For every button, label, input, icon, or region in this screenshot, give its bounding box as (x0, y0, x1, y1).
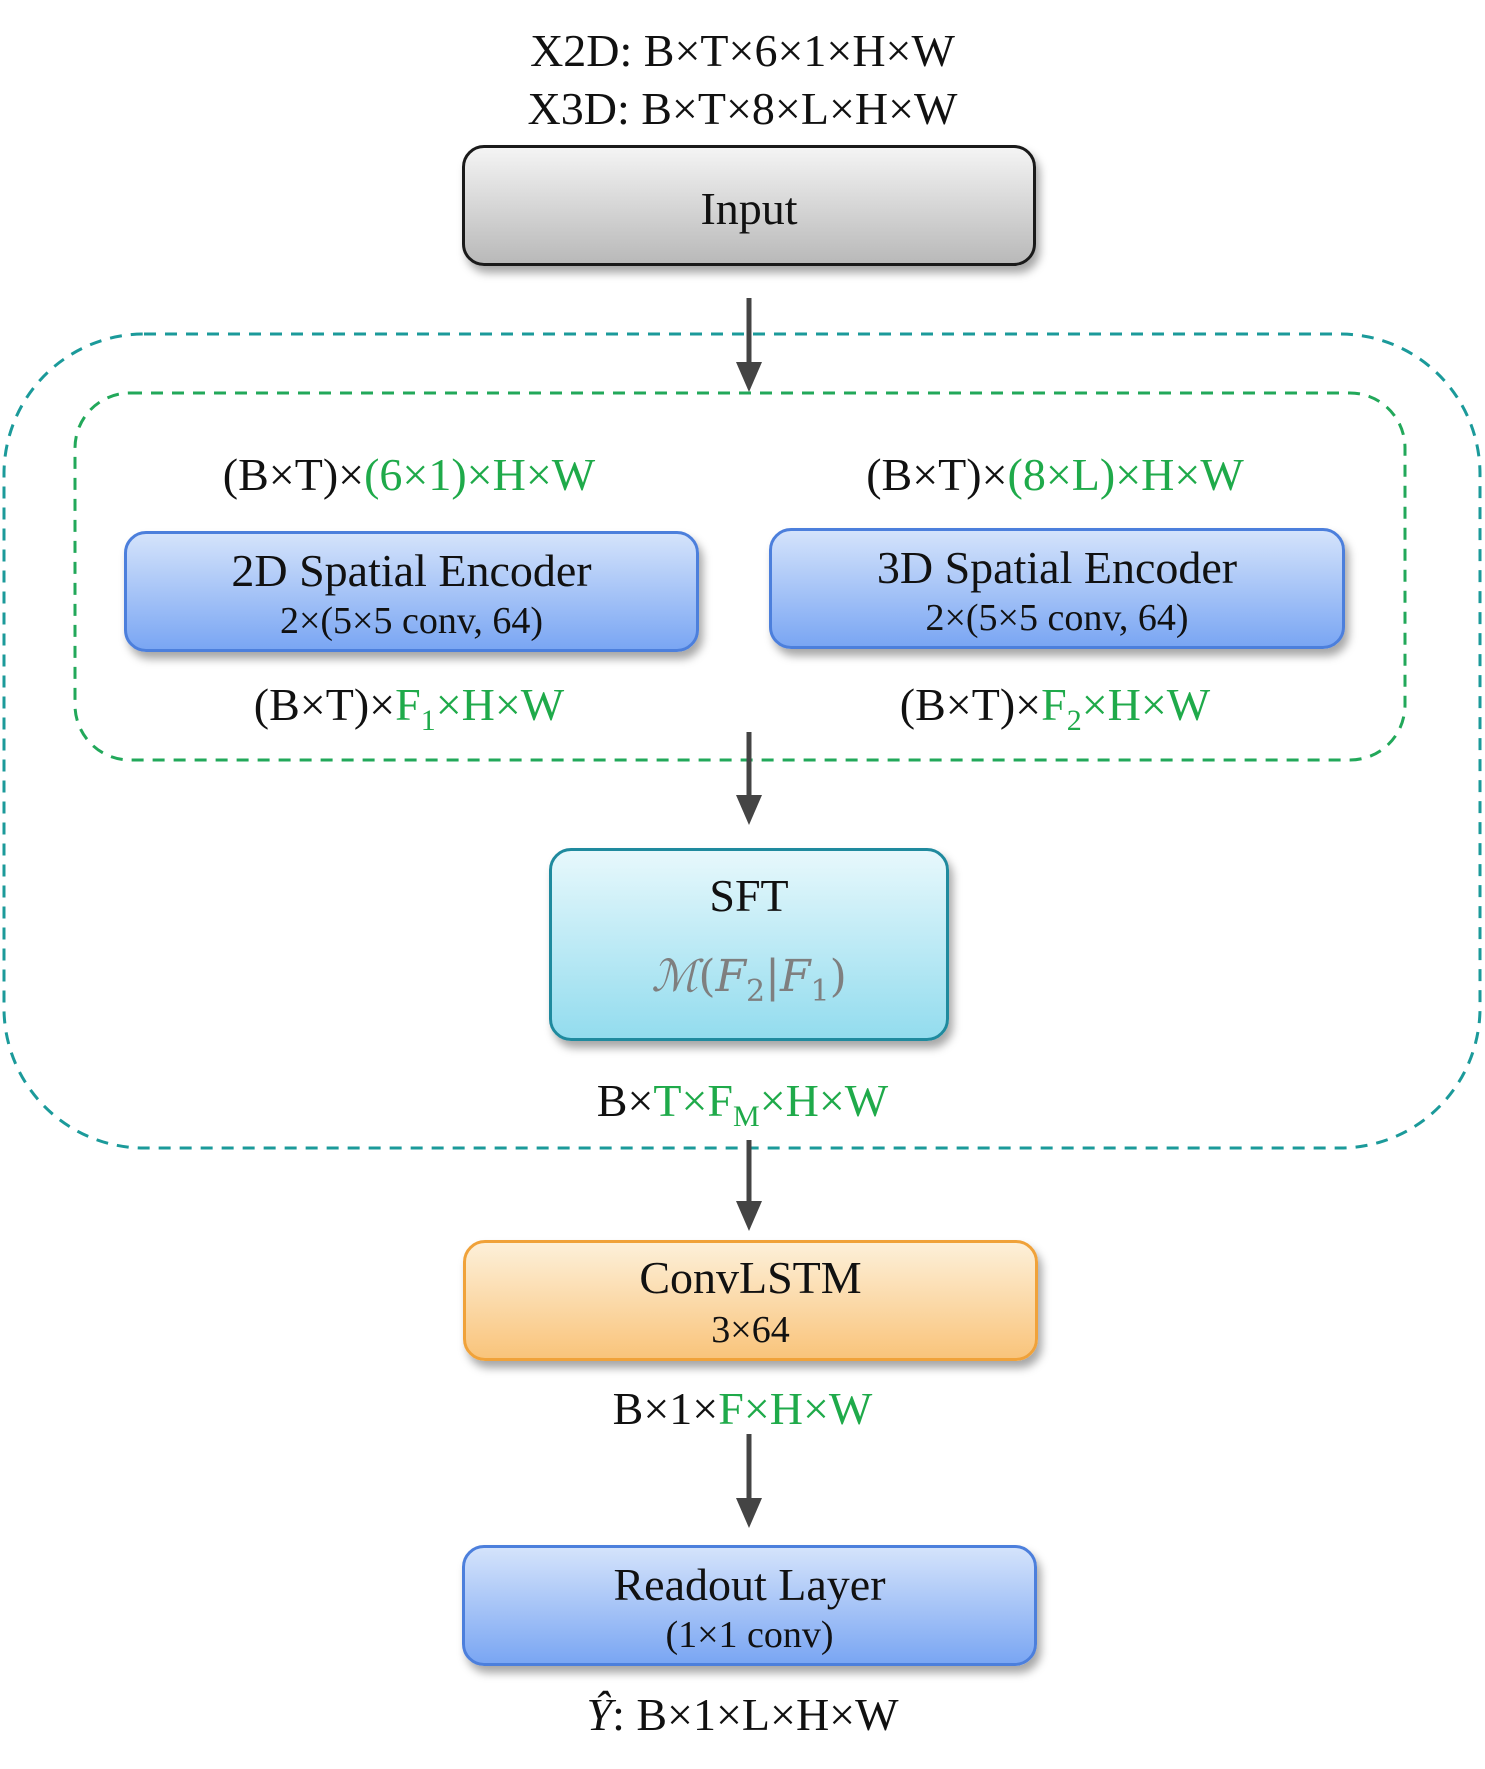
enc2d-output-shape: (B×T)×F1×H×W (84, 679, 734, 736)
outer-dashed-region (2, 332, 1482, 1150)
sft-formula-bar: | (765, 951, 780, 1002)
arrow-convlstm-to-readout (736, 1434, 762, 1528)
sft-title: SFT (709, 870, 789, 921)
sft-output-dims: ×H×W (759, 1075, 889, 1126)
arrow-sft-to-convlstm (736, 1140, 762, 1231)
sft-formula-f1: F (779, 951, 811, 1002)
enc2d-input-shape-prefix: (B×T)× (222, 449, 365, 500)
enc2d-output-shape-prefix: (B×T)× (253, 679, 396, 730)
readout-subtitle: (1×1 conv) (665, 1614, 834, 1656)
readout-layer-node: Readout Layer (1×1 conv) (462, 1545, 1037, 1666)
input-node-title: Input (700, 183, 798, 234)
input-node: Input (462, 145, 1036, 266)
enc3d-title: 3D Spatial Encoder (876, 542, 1238, 593)
sft-formula-f2-sub: 2 (746, 974, 766, 1009)
enc3d-output-f-sub: 2 (1066, 704, 1082, 737)
sft-output-tf: T×F (653, 1075, 734, 1126)
readout-output-shape: Ŷ: B×1×L×H×W (0, 1692, 1485, 1738)
spatial-encoder-3d-node: 3D Spatial Encoder 2×(5×5 conv, 64) (769, 528, 1345, 649)
sft-output-shape-prefix: B× (596, 1075, 654, 1126)
enc2d-input-shape: (B×T)×(6×1)×H×W (84, 452, 734, 498)
sft-output-f-sub: M (733, 1100, 760, 1133)
convlstm-title: ConvLSTM (639, 1252, 862, 1303)
encoder-dashed-region (73, 391, 1407, 762)
sft-formula-f2: F (715, 951, 747, 1002)
output-shape-dims: : B×1×L×H×W (612, 1689, 899, 1740)
enc2d-output-f: F (395, 679, 421, 730)
sft-formula-m: ℳ (651, 951, 699, 1002)
spatial-encoder-2d-node: 2D Spatial Encoder 2×(5×5 conv, 64) (124, 531, 699, 652)
enc2d-subtitle: 2×(5×5 conv, 64) (279, 600, 544, 642)
sft-output-shape: B×T×FM×H×W (0, 1075, 1485, 1132)
enc3d-input-shape-prefix: (B×T)× (866, 449, 1008, 500)
enc2d-title: 2D Spatial Encoder (231, 545, 592, 596)
enc3d-output-f: F (1041, 679, 1067, 730)
enc2d-output-f-sub: 1 (420, 704, 436, 737)
enc2d-input-shape-dims: (6×1)×H×W (364, 449, 596, 500)
sft-formula-close: ) (829, 951, 847, 1002)
convlstm-output-shape: B×1×F×H×W (0, 1386, 1485, 1432)
enc3d-input-shape-dims: (8×L)×H×W (1007, 449, 1244, 500)
sft-formula-f1-sub: 1 (810, 974, 830, 1009)
enc3d-output-shape: (B×T)×F2×H×W (730, 679, 1380, 736)
convlstm-subtitle: 3×64 (711, 1309, 790, 1351)
sft-formula-open: ( (698, 951, 716, 1002)
readout-title: Readout Layer (613, 1559, 886, 1610)
sft-node: SFT ℳ(F2|F1) (549, 848, 949, 1041)
convlstm-output-shape-dims: F×H×W (718, 1383, 873, 1434)
enc3d-output-shape-prefix: (B×T)× (899, 679, 1042, 730)
enc3d-subtitle: 2×(5×5 conv, 64) (925, 597, 1189, 639)
input-shape-x3d: X3D: B×T×8×L×H×W (527, 83, 958, 134)
convlstm-output-shape-prefix: B×1× (612, 1383, 719, 1434)
enc3d-input-shape: (B×T)×(8×L)×H×W (730, 452, 1380, 498)
sft-formula: ℳ(F2|F1) (552, 951, 946, 1007)
output-symbol-y-hat: Ŷ (586, 1689, 613, 1740)
convlstm-node: ConvLSTM 3×64 (463, 1240, 1038, 1361)
enc2d-output-dims: ×H×W (435, 679, 565, 730)
input-shape-x2d: X2D: B×T×6×1×H×W (530, 25, 955, 76)
enc3d-output-dims: ×H×W (1081, 679, 1211, 730)
arrow-encoders-to-sft (736, 732, 762, 825)
arrow-input-to-encoders (736, 298, 762, 392)
